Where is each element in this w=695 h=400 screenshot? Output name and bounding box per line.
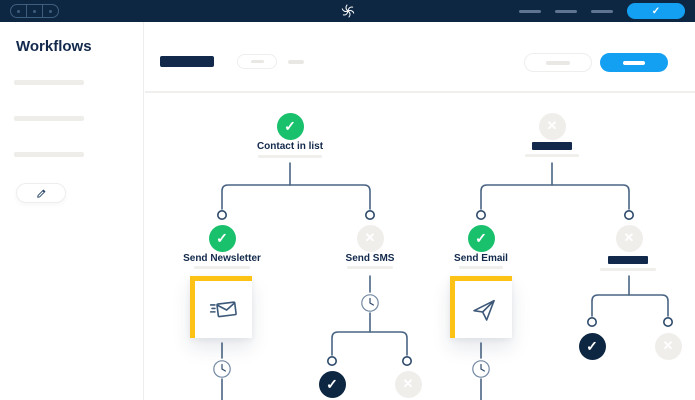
branch-port-dots[interactable] (217, 210, 673, 366)
check-icon: ✓ (326, 375, 338, 392)
wait-delay-icon (361, 294, 379, 312)
node-label[interactable]: Send Email (454, 253, 508, 264)
header-confirm-button[interactable]: ✓ (627, 3, 685, 19)
label-underline (194, 266, 250, 269)
edit-workflow-button[interactable] (16, 183, 66, 203)
node-status-skipped[interactable]: ✕ (356, 224, 384, 252)
toolbar-primary-button-placeholder[interactable] (600, 53, 668, 72)
window-control-dot-icon (33, 9, 36, 13)
cross-icon: ✕ (662, 338, 674, 353)
newsletter-action-card[interactable] (190, 276, 252, 338)
node-label[interactable]: Contact in list (256, 141, 324, 152)
node-status-completed[interactable]: ✓ (208, 224, 236, 252)
label-underline (525, 154, 579, 157)
node-label-placeholder (532, 142, 572, 150)
check-icon: ✓ (284, 117, 296, 134)
node-status-skipped[interactable]: ✕ (394, 370, 422, 398)
wait-delay-icon (472, 360, 490, 378)
newsletter-email-icon (209, 300, 237, 317)
top-bar: ✓ (0, 0, 695, 22)
label-underline (347, 266, 393, 269)
node-status-completed[interactable]: ✓ (467, 224, 495, 252)
button-label-placeholder (250, 60, 264, 63)
node-status-skipped[interactable]: ✕ (654, 332, 682, 360)
sidebar-item-placeholder[interactable] (14, 80, 84, 85)
connector-lines (221, 162, 669, 400)
nav-item-placeholder[interactable] (591, 9, 613, 13)
cross-icon: ✕ (402, 376, 414, 391)
node-status-skipped[interactable]: ✕ (538, 112, 566, 140)
sidebar: Workflows (0, 22, 144, 400)
label-underline (600, 268, 656, 271)
window-controls[interactable] (10, 4, 59, 18)
email-action-card[interactable] (450, 276, 512, 338)
button-label-placeholder (623, 60, 645, 65)
nav-item-placeholder[interactable] (519, 9, 541, 13)
toolbar-divider (145, 91, 695, 93)
pencil-icon (36, 189, 45, 198)
toolbar-secondary-button-placeholder[interactable] (237, 54, 277, 69)
window-control-button[interactable] (10, 4, 27, 18)
nav-item-placeholder[interactable] (555, 9, 577, 13)
node-label[interactable]: Send SMS (345, 253, 395, 264)
label-underline (459, 266, 503, 269)
window-control-button[interactable] (26, 4, 43, 18)
node-status-completed[interactable]: ✓ (276, 112, 304, 140)
node-status-skipped[interactable]: ✕ (615, 224, 643, 252)
sidebar-item-placeholder[interactable] (14, 116, 84, 121)
check-icon: ✓ (586, 337, 598, 354)
wait-delay-icon (213, 360, 231, 378)
top-nav: ✓ (519, 3, 685, 19)
cross-icon: ✕ (364, 230, 376, 245)
toolbar-outline-button-placeholder[interactable] (524, 53, 592, 72)
window-control-dot-icon (49, 9, 52, 13)
check-icon: ✓ (651, 5, 661, 17)
workflow-connectors (213, 162, 673, 400)
button-label-placeholder (546, 60, 570, 65)
sidebar-title: Workflows (16, 38, 92, 55)
node-status-completed-dark[interactable]: ✓ (318, 370, 346, 398)
node-label-placeholder (608, 256, 648, 264)
cross-icon: ✕ (546, 118, 558, 133)
label-underline (258, 155, 322, 158)
node-status-completed-dark[interactable]: ✓ (578, 332, 606, 360)
check-icon: ✓ (216, 229, 228, 246)
cross-icon: ✕ (623, 230, 635, 245)
swirl-logo-icon (340, 3, 356, 24)
check-icon: ✓ (475, 229, 487, 246)
sidebar-item-placeholder[interactable] (14, 152, 84, 157)
toolbar-link-placeholder[interactable] (288, 60, 304, 64)
send-plane-icon (472, 299, 495, 321)
window-control-button[interactable] (42, 4, 59, 18)
node-label[interactable]: Send Newsletter (183, 253, 261, 264)
swirl-logo-svg (341, 4, 354, 18)
page-title-placeholder (160, 56, 214, 67)
window-control-dot-icon (17, 9, 20, 13)
